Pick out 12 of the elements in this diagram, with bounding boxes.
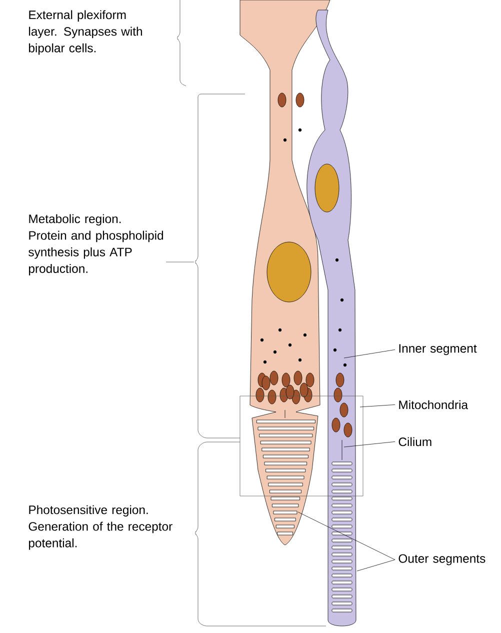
region-label: External plexiform layer. Synapses with bipolar cells. xyxy=(28,10,142,55)
leader-line xyxy=(344,349,396,358)
leader-line xyxy=(360,404,396,408)
leader-line xyxy=(298,512,396,560)
region-label: Metabolic region. Protein and phospholipid synthesis plus ATP production. xyxy=(28,214,164,276)
part-label: Cilium xyxy=(398,437,432,446)
part-label: Inner segment xyxy=(399,344,477,356)
part-label: Mitochondria xyxy=(399,400,468,410)
part-label: Outer segments xyxy=(398,554,486,566)
leader-line xyxy=(356,560,396,572)
leader-line xyxy=(344,441,396,448)
region-label: Photosensitive region. Generation of the receptor potential. xyxy=(28,505,172,550)
